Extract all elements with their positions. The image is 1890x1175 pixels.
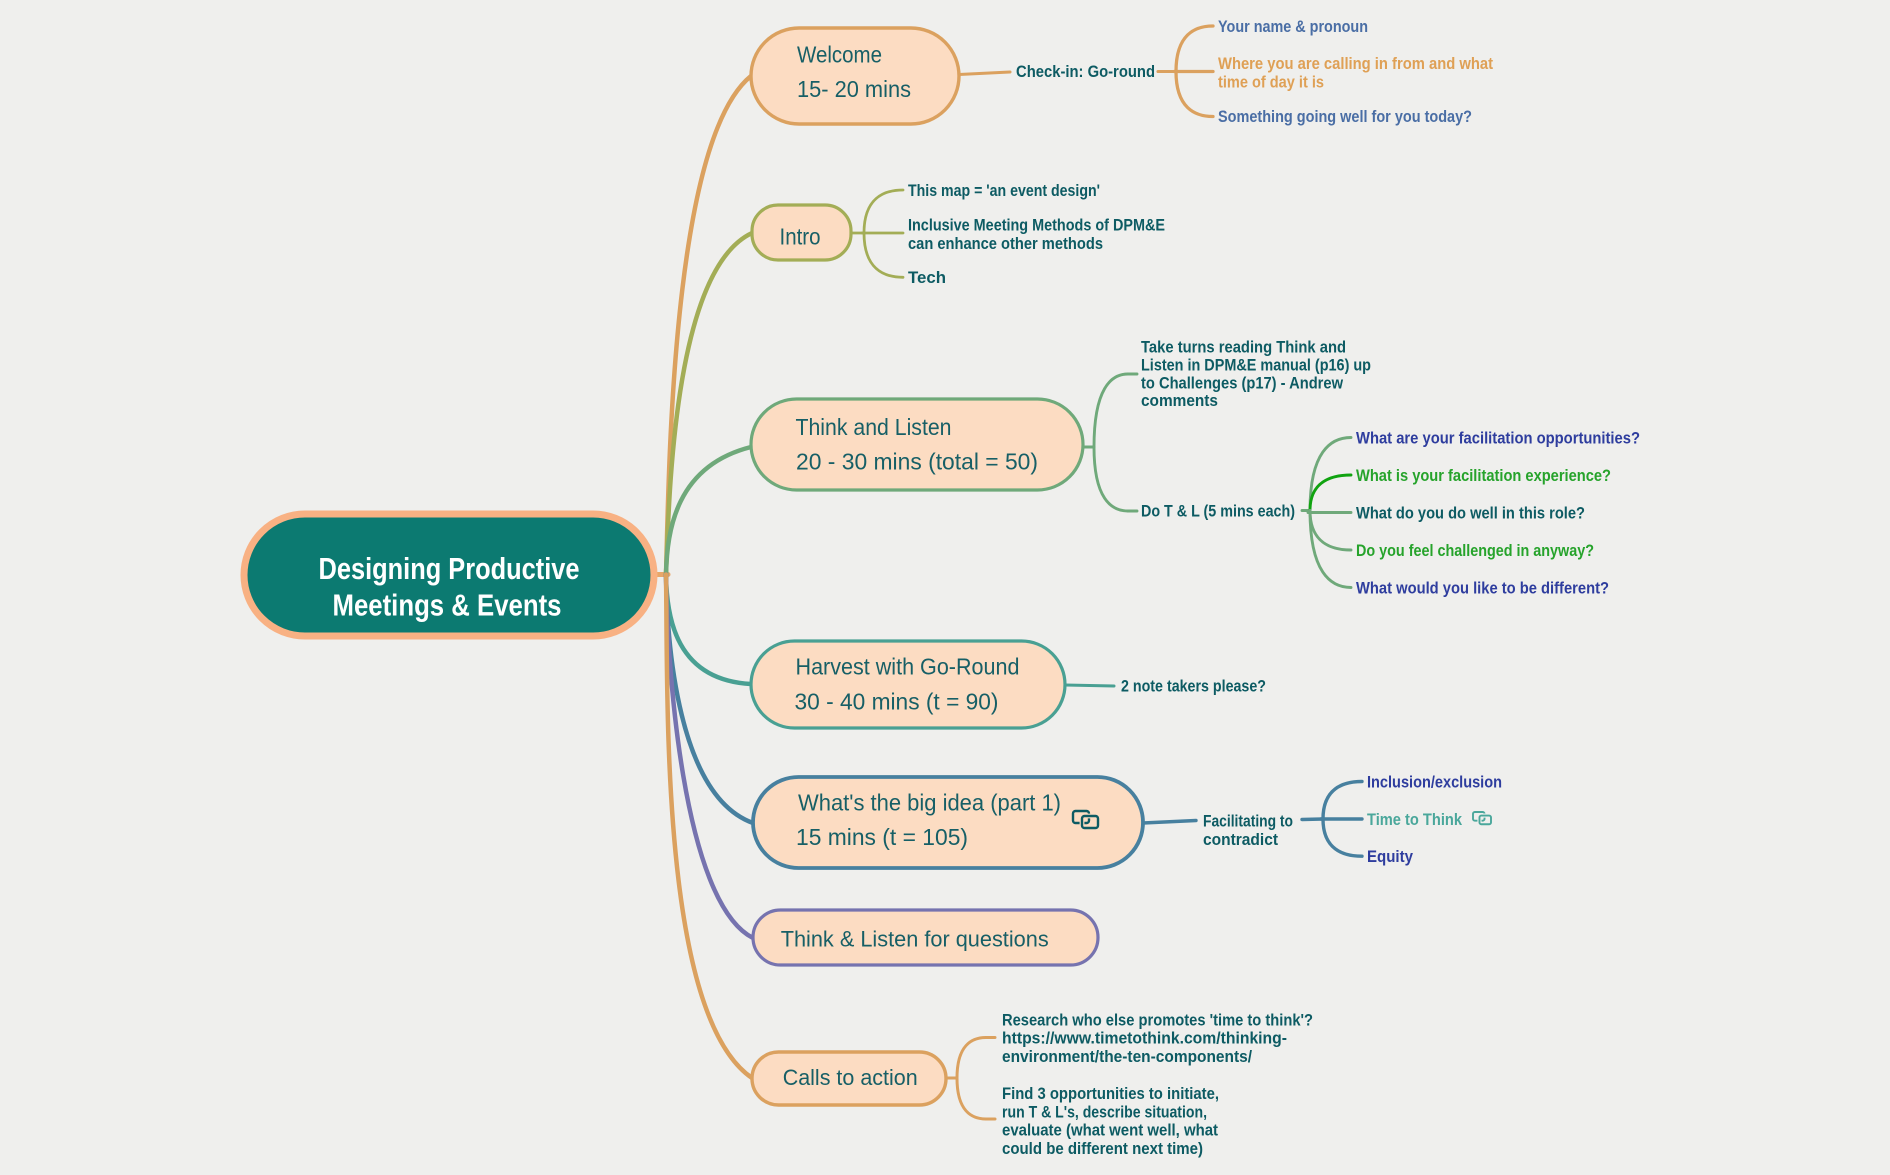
svg-text:Designing Productive: Designing Productive — [319, 551, 580, 586]
svg-text:This map = 'an event design': This map = 'an event design' — [908, 182, 1100, 200]
svg-text:https://www.timetothink.com/th: https://www.timetothink.com/thinking- — [1002, 1030, 1287, 1048]
svg-text:Equity: Equity — [1367, 848, 1414, 866]
svg-text:What would you like to be diff: What would you like to be different? — [1356, 579, 1609, 597]
svg-text:Find 3 opportunities to initia: Find 3 opportunities to initiate, — [1002, 1085, 1219, 1103]
svg-text:Your name & pronoun: Your name & pronoun — [1218, 18, 1368, 36]
svg-text:time of day it is: time of day it is — [1218, 73, 1324, 91]
svg-text:Time to Think: Time to Think — [1367, 811, 1463, 829]
svg-text:Listen in DPM&E manual (p16) u: Listen in DPM&E manual (p16) up — [1141, 357, 1371, 375]
svg-text:What are your facilitation opp: What are your facilitation opportunities… — [1356, 429, 1640, 447]
svg-text:Welcome: Welcome — [797, 42, 882, 68]
svg-text:20 - 30 mins (total = 50): 20 - 30 mins (total = 50) — [796, 448, 1038, 474]
svg-text:What's the big idea (part 1): What's the big idea (part 1) — [798, 790, 1061, 816]
svg-text:Meetings & Events: Meetings & Events — [333, 588, 562, 623]
svg-text:comments: comments — [1141, 392, 1218, 410]
svg-text:What is your facilitation expe: What is your facilitation experience? — [1356, 467, 1611, 485]
svg-text:Where you are calling in from: Where you are calling in from and what — [1218, 55, 1493, 73]
svg-text:run T & L's, describe situatio: run T & L's, describe situation, — [1002, 1103, 1207, 1121]
svg-text:Think and Listen: Think and Listen — [796, 414, 952, 440]
svg-text:Inclusion/exclusion: Inclusion/exclusion — [1367, 773, 1502, 791]
svg-text:environment/the-ten-components: environment/the-ten-components/ — [1002, 1048, 1252, 1066]
svg-text:15- 20 mins: 15- 20 mins — [797, 76, 911, 102]
svg-text:Think & Listen for questions: Think & Listen for questions — [781, 926, 1049, 951]
svg-text:to Challenges (p17) - Andrew: to Challenges (p17) - Andrew — [1141, 374, 1343, 392]
svg-text:Something going well for you t: Something going well for you today? — [1218, 108, 1472, 126]
svg-text:could be different next time): could be different next time) — [1002, 1140, 1203, 1158]
svg-text:Facilitating to: Facilitating to — [1203, 813, 1293, 831]
svg-text:30 - 40 mins (t = 90): 30 - 40 mins (t = 90) — [795, 689, 999, 715]
svg-text:evaluate (what went well, what: evaluate (what went well, what — [1002, 1122, 1218, 1140]
svg-text:contradict: contradict — [1203, 831, 1278, 849]
svg-text:Calls to action: Calls to action — [783, 1065, 918, 1090]
svg-text:Research who else promotes 'ti: Research who else promotes 'time to thin… — [1002, 1011, 1313, 1029]
svg-text:can enhance other methods: can enhance other methods — [908, 235, 1103, 253]
svg-text:Check-in: Go-round: Check-in: Go-round — [1016, 63, 1155, 81]
svg-text:Do T & L (5 mins each): Do T & L (5 mins each) — [1141, 502, 1295, 520]
svg-text:Tech: Tech — [908, 269, 946, 287]
svg-text:15 mins (t = 105): 15 mins (t = 105) — [796, 824, 968, 850]
svg-text:What do you do well in this ro: What do you do well in this role? — [1356, 504, 1585, 522]
svg-text:Harvest with Go-Round: Harvest with Go-Round — [796, 654, 1020, 680]
svg-text:Do you feel challenged in anyw: Do you feel challenged in anyway? — [1356, 542, 1594, 560]
svg-text:Take turns reading Think and: Take turns reading Think and — [1141, 339, 1346, 357]
svg-text:Intro: Intro — [780, 224, 821, 250]
svg-text:Inclusive Meeting Methods of D: Inclusive Meeting Methods of DPM&E — [908, 217, 1165, 235]
svg-text:2 note takers please?: 2 note takers please? — [1121, 677, 1266, 695]
